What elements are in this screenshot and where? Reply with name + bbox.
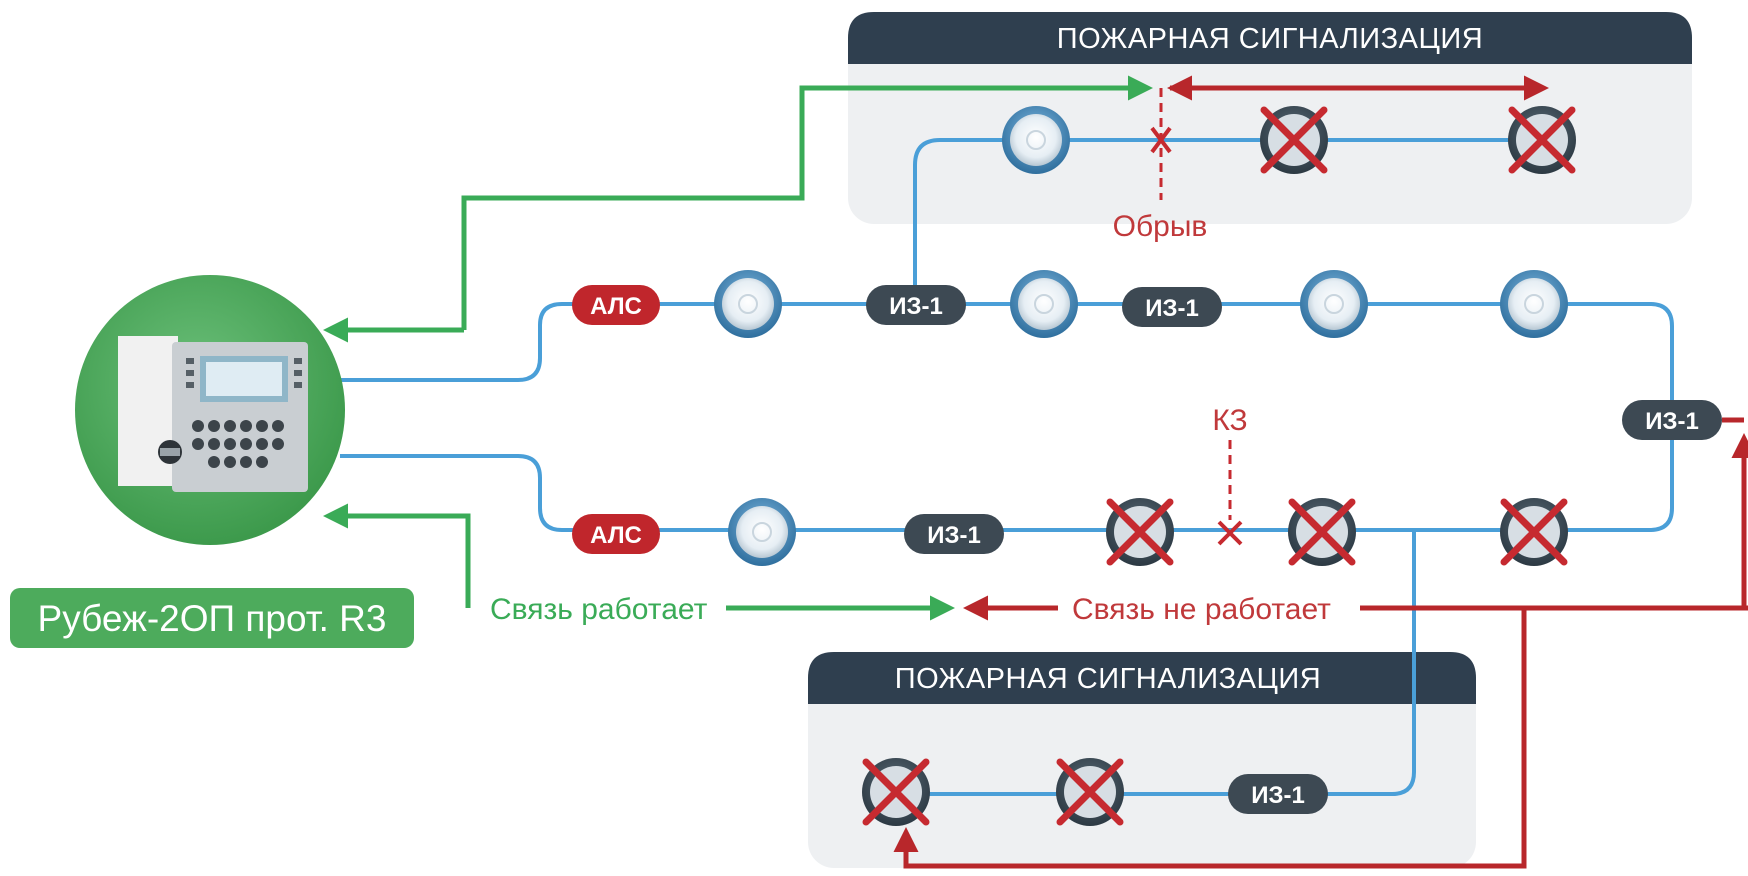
lower-loop-line xyxy=(340,454,1560,532)
break-marker xyxy=(1150,88,1172,200)
break-label: Обрыв xyxy=(1113,210,1208,243)
smoke-detector-icon xyxy=(1002,106,1070,174)
svg-text:ИЗ-1: ИЗ-1 xyxy=(1251,782,1305,809)
failed-detector-icon xyxy=(1260,106,1328,174)
svg-text:АЛС: АЛС xyxy=(590,293,642,320)
top-zone-title: ПОЖАРНАЯ СИГНАЛИЗАЦИЯ xyxy=(1057,23,1483,55)
failed-detector-icon xyxy=(862,758,930,826)
green-arrow-to-device-bottom xyxy=(323,503,471,608)
smoke-detector-icon xyxy=(714,270,782,338)
smoke-detector-icon xyxy=(1010,270,1078,338)
detectors-failed xyxy=(862,106,1576,826)
failed-detector-icon xyxy=(1056,758,1124,826)
loop-wiring xyxy=(340,138,1674,796)
smoke-detector-icon xyxy=(1300,270,1368,338)
smoke-detector-icon xyxy=(1500,270,1568,338)
svg-text:ИЗ-1: ИЗ-1 xyxy=(889,293,943,320)
svg-text:ИЗ-1: ИЗ-1 xyxy=(1145,295,1199,322)
link-working-arrows xyxy=(323,75,1153,621)
bottom-fire-alarm-zone: ПОЖАРНАЯ СИГНАЛИЗАЦИЯ xyxy=(808,652,1476,868)
als-chip-upper: АЛС xyxy=(572,285,660,325)
device-label-badge: Рубеж-2ОП прот. R3 xyxy=(10,588,414,648)
failed-detector-icon xyxy=(1500,498,1568,566)
control-panel-icon xyxy=(118,336,308,492)
failed-detector-icon xyxy=(1508,106,1576,174)
green-arrow-to-top-zone xyxy=(461,75,1153,330)
svg-text:ИЗ-1: ИЗ-1 xyxy=(927,522,981,549)
top-zone-branch xyxy=(913,138,1572,304)
svg-text:АЛС: АЛС xyxy=(590,522,642,549)
isolator-chip: ИЗ-1 xyxy=(866,285,966,325)
red-return-to-bottom-zone xyxy=(893,608,1527,869)
failed-detector-icon xyxy=(1288,498,1356,566)
link-failed-label: Связь не работает xyxy=(1072,593,1331,626)
bottom-zone-branch xyxy=(900,530,1416,796)
control-panel-device xyxy=(75,275,345,545)
link-failed-arrows xyxy=(893,75,1748,869)
detectors-working xyxy=(714,106,1568,566)
isolator-chip: ИЗ-1 xyxy=(904,514,1004,554)
failed-detector-icon xyxy=(1106,498,1174,566)
isolator-chip: ИЗ-1 xyxy=(1228,774,1328,814)
upper-loop-line xyxy=(340,302,1674,400)
right-loop-line xyxy=(1560,438,1674,532)
als-chip-lower: АЛС xyxy=(572,514,660,554)
device-label: Рубеж-2ОП прот. R3 xyxy=(38,598,387,639)
link-working-label: Связь работает xyxy=(490,593,708,626)
bottom-zone-title: ПОЖАРНАЯ СИГНАЛИЗАЦИЯ xyxy=(895,663,1321,695)
short-circuit-label: КЗ xyxy=(1212,404,1247,437)
isolator-chip: ИЗ-1 xyxy=(1622,400,1722,440)
smoke-detector-icon xyxy=(728,498,796,566)
short-circuit-marker xyxy=(1217,440,1243,546)
isolator-chip: ИЗ-1 xyxy=(1122,287,1222,327)
svg-text:ИЗ-1: ИЗ-1 xyxy=(1645,408,1699,435)
